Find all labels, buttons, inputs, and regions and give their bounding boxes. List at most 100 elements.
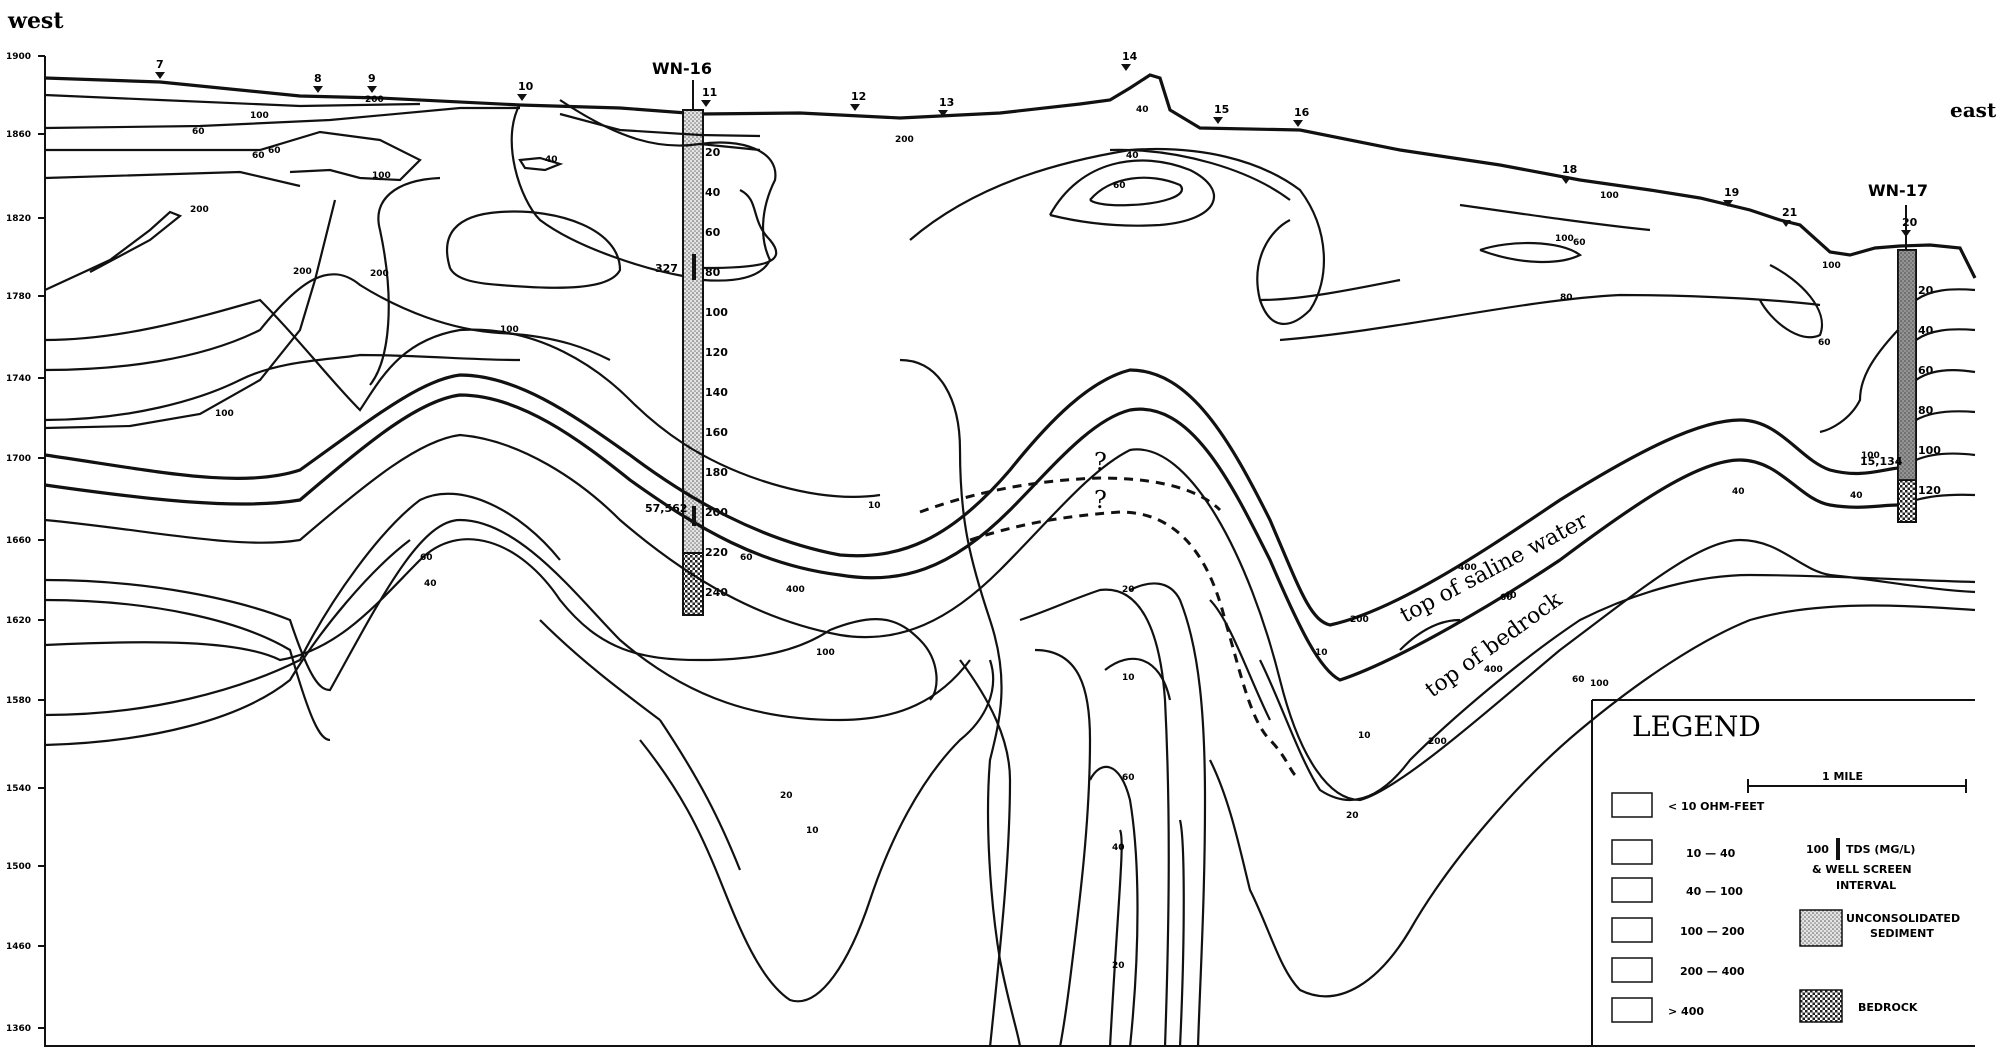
elevation-tick-label: 1660 [6,536,31,546]
contour-value: 20 [1122,585,1135,595]
station-marker [313,86,323,93]
elevation-tick-label: 1500 [6,862,31,872]
contour-value: 60 [1113,181,1126,191]
station-marker [155,72,165,79]
question-mark-upper: ? [1094,448,1107,476]
contour-value: 100 [1590,679,1609,689]
legend-bedrock-swatch [1799,989,1843,1023]
contour-value: 200 [1350,615,1369,625]
contour-value: 400 [1484,665,1503,675]
contour-value: 60 [192,127,205,137]
elevation-tick-label: 1360 [6,1024,31,1034]
station-marker [1293,120,1303,127]
east-label: east [1950,98,1997,122]
legend-tds-text: TDS (MG/L) [1846,843,1915,856]
well-depth-label: 200 [705,506,728,519]
station-label: 21 [1782,206,1797,219]
elevation-tick-label: 1460 [6,942,31,952]
contour-value: 20 [1346,811,1359,821]
legend-range-label: 40 — 100 [1686,885,1743,898]
station-marker [938,110,948,117]
well-depth-label: 220 [705,546,728,559]
station-label: 12 [851,90,866,103]
contour-value: 80 [1560,293,1573,303]
contour-value: 20 [780,791,793,801]
elevation-tick-label: 1620 [6,616,31,626]
well-wn17-name: WN-17 [1868,181,1928,200]
elevation-tick-label: 1900 [6,52,31,62]
contour-value: 60 [1818,338,1831,348]
station-label: 19 [1724,186,1739,199]
west-label: west [7,8,64,34]
wn16-sediment-column [682,109,704,554]
station-label: 14 [1122,50,1138,63]
contour-value: 10 [1122,673,1135,683]
contour-value: 100 [1861,451,1880,461]
contour-value: 40 [1850,491,1863,501]
station-label: 10 [518,80,534,93]
contour-value: 10 [1358,731,1371,741]
legend-title: LEGEND [1632,710,1761,743]
well-depth-label: 80 [705,266,721,279]
contour-value: 40 [1112,843,1125,853]
contour-value: 60 [1572,675,1585,685]
legend-screen-text-1: & WELL SCREEN [1812,863,1912,876]
contour-value: 200 [293,267,312,277]
legend-range-3: 100 — 200 [1611,917,1745,943]
station-marker [1121,64,1131,71]
contour-value: 40 [545,155,558,165]
wn17-bedrock-column [1897,479,1917,523]
legend: LEGEND 1 MILE < 10 OHM-FEET 10 — 40 40 —… [1591,699,1975,1047]
elevation-tick-label: 1540 [6,784,31,794]
contour-value: 100 [1600,191,1619,201]
well-depth-label: 240 [705,586,728,599]
well-depth-label: 40 [705,186,721,199]
contour-value: 60 [740,553,753,563]
well-wn16-name: WN-16 [652,59,712,78]
legend-range-5: > 400 [1611,997,1704,1023]
legend-tds-value: 100 [1806,843,1829,856]
legend-range-label: 10 — 40 [1686,847,1736,860]
legend-range-label: < 10 OHM-FEET [1668,800,1765,813]
legend-range-0: < 10 OHM-FEET [1611,792,1765,818]
contour-value: 100 [1822,261,1841,271]
contour-value: 10 [1315,648,1328,658]
station-marker [1561,177,1571,184]
legend-range-label: > 400 [1668,1005,1704,1018]
well-depth-label: 20 [705,146,721,159]
station-label: 8 [314,72,322,85]
contour-value: 100 [250,111,269,121]
station-label: 7 [156,58,164,71]
legend-range-4: 200 — 400 [1611,957,1745,983]
elevation-axis: 1900186018201780174017001660162015801540… [6,52,1975,1047]
contour-value: 60 [1122,773,1135,783]
contour-value: 100 [500,325,519,335]
contour-value: 400 [1458,563,1477,573]
elevation-tick-label: 1580 [6,696,31,706]
elevation-tick-label: 1860 [6,130,31,140]
contour-value: 60 [268,146,281,156]
station-marker [850,104,860,111]
contour-value: 200 [190,205,209,215]
elevation-tick-label: 1780 [6,292,31,302]
contour-value: 10 [806,826,819,836]
legend-range-1: 10 — 40 [1611,839,1736,865]
station-label: 15 [1214,103,1229,116]
legend-sediment-text-1: UNCONSOLIDATED [1846,912,1960,925]
station-marker [517,94,527,101]
contour-value: 100 [215,409,234,419]
wn16-bedrock-column [682,552,704,616]
legend-sediment-swatch [1799,909,1843,947]
uncertain-interfaces: ? ? [919,448,1297,777]
contour-value: 60 [420,553,433,563]
contour-value: 200 [1428,737,1447,747]
ground-surface [44,73,1977,279]
contour-value: 10 [868,501,881,511]
legend-screen-text-2: INTERVAL [1836,879,1896,892]
station-marker [1723,200,1733,207]
contour-value: 100 [1555,234,1574,244]
well-depth-label: 180 [705,466,728,479]
contour-value: 40 [424,579,437,589]
